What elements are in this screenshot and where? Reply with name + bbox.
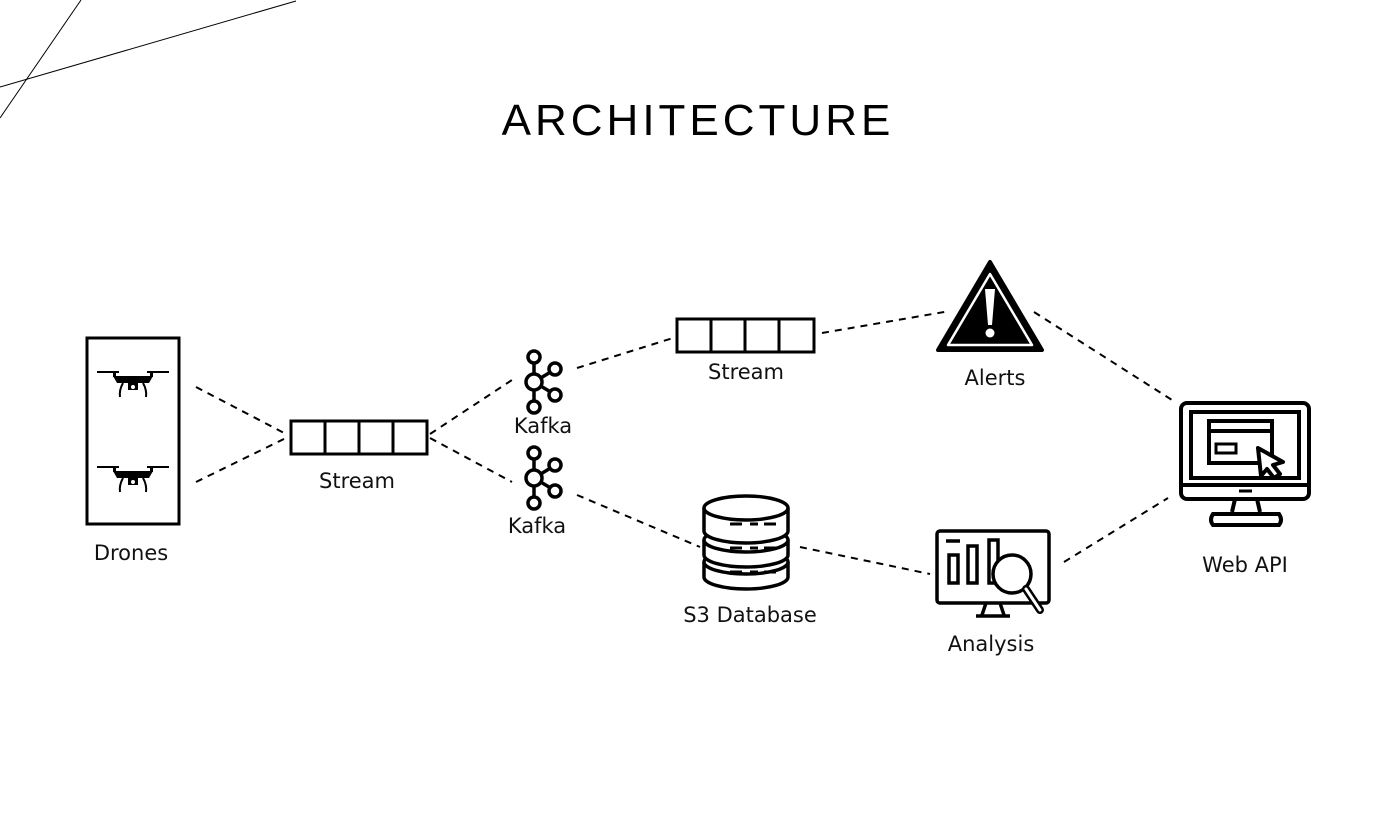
edge-database-analysis <box>799 546 931 575</box>
edge-drone1-stream <box>195 386 289 436</box>
web-api-label: Web API <box>1202 553 1288 577</box>
edge-alerts-webapi <box>1033 311 1173 401</box>
analysis-label: Analysis <box>947 632 1035 656</box>
monitor-icon <box>1179 401 1311 527</box>
analysis-monitor-icon <box>935 529 1051 618</box>
database-icon <box>702 494 790 591</box>
drones-node <box>85 336 181 526</box>
edge-kafka-top-stream-top <box>576 337 674 369</box>
queue-icon <box>675 317 816 354</box>
edge-kafka-bottom-database <box>576 494 701 548</box>
edge-analysis-webapi <box>1063 497 1169 563</box>
stream-left-label: Stream <box>319 469 395 493</box>
edge-stream-kafka-top <box>429 379 513 435</box>
stream-top-label: Stream <box>708 360 784 384</box>
diagram-title: ARCHITECTURE <box>501 96 895 145</box>
kafka-top-label: Kafka <box>513 414 573 438</box>
drones-label: Drones <box>93 541 169 565</box>
kafka-bottom-label: Kafka <box>507 514 567 538</box>
edge-stream-top-alerts <box>821 310 951 334</box>
drones-container <box>85 336 181 526</box>
alerts-label: Alerts <box>964 366 1026 390</box>
drone-icon <box>97 371 169 398</box>
connectors <box>195 310 1173 575</box>
decorative-corner-lines <box>0 0 297 119</box>
edge-drone2-stream <box>195 436 289 483</box>
edge-stream-kafka-bottom <box>429 437 513 483</box>
queue-icon <box>289 419 429 456</box>
warning-icon <box>936 260 1044 352</box>
kafka-icon <box>524 445 563 511</box>
s3-database-label: S3 Database <box>683 603 817 627</box>
drone-icon <box>97 466 169 493</box>
kafka-icon <box>524 349 563 415</box>
